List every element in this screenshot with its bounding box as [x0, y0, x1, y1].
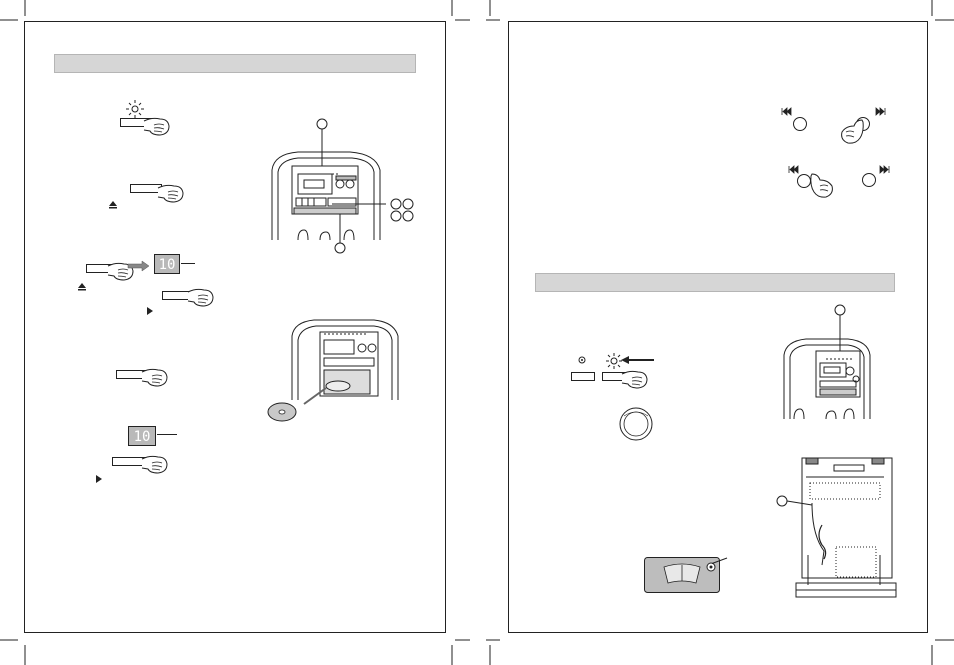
lcd-display: 10	[154, 254, 180, 274]
play-icon	[147, 307, 153, 315]
play-icon	[96, 475, 102, 483]
skip-previous-button[interactable]	[793, 117, 807, 131]
jukebox-front-illustration	[783, 304, 871, 420]
jukebox-cd-loading-illustration	[267, 319, 399, 422]
radio-dial-panel	[644, 557, 720, 593]
pointing-hand-icon	[187, 288, 214, 307]
display-leader-line	[157, 434, 177, 435]
pointing-hand-icon	[141, 368, 168, 387]
arrow-left-icon	[621, 356, 654, 364]
pointing-hand-icon	[621, 370, 648, 389]
display-leader-line	[181, 263, 195, 264]
left-page	[24, 21, 446, 633]
eject-icon	[78, 283, 86, 291]
dot-indicator-icon	[578, 356, 586, 364]
pointing-hand-icon	[157, 184, 184, 203]
right-section-header-bar	[535, 273, 895, 292]
pointing-hand-icon	[841, 119, 864, 144]
eject-icon	[109, 201, 117, 209]
jukebox-front-illustration	[271, 118, 414, 254]
pointing-hand-icon	[143, 117, 170, 136]
arrow-right-icon	[127, 260, 150, 272]
pointing-hand-icon	[107, 262, 134, 281]
lcd-display-value: 10	[158, 257, 176, 273]
standby-button[interactable]	[571, 372, 595, 381]
pointing-hand-icon	[810, 173, 833, 198]
pointing-hand-icon	[141, 455, 168, 474]
volume-knob-icon[interactable]	[618, 406, 654, 442]
skip-next-icon	[875, 107, 886, 116]
lcd-display-value: 10	[133, 429, 151, 445]
sun-icon	[126, 100, 144, 118]
lcd-display: 10	[128, 426, 156, 446]
skip-next-button[interactable]	[862, 173, 876, 187]
skip-next-icon	[879, 165, 890, 174]
sun-icon	[606, 353, 622, 369]
skip-previous-icon	[788, 165, 799, 174]
skip-previous-icon	[781, 107, 792, 116]
jukebox-back-illustration	[776, 457, 897, 598]
left-section-header-bar	[54, 54, 416, 73]
